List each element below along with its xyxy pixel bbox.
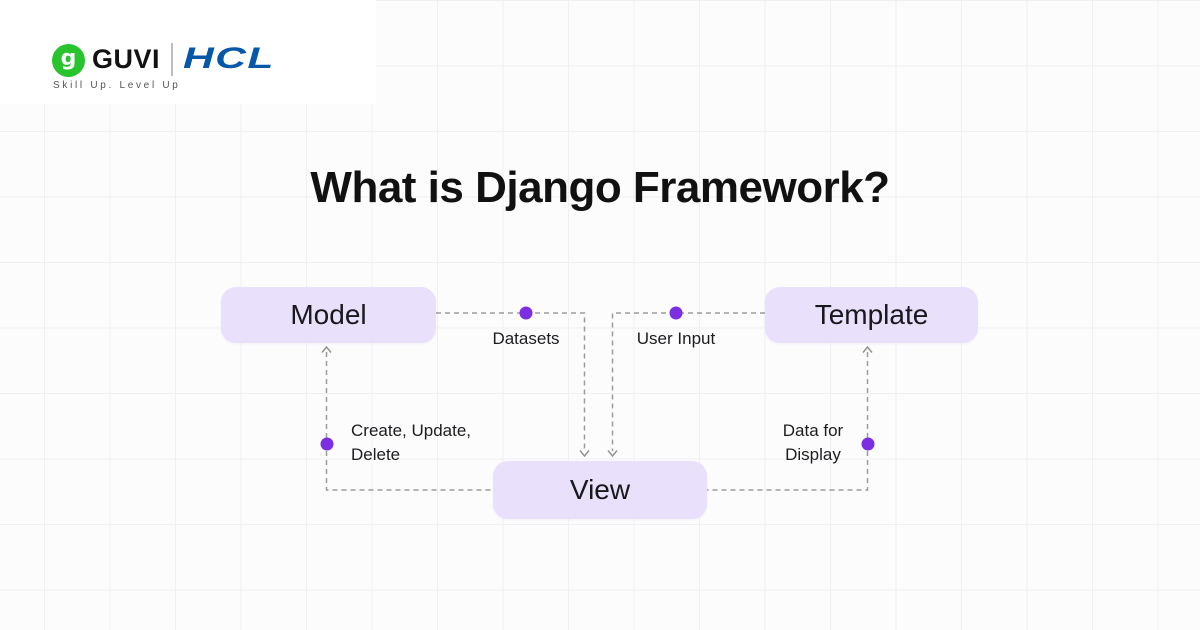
dot-datasets [519,306,533,320]
node-template: Template [765,287,978,343]
page-title: What is Django Framework? [310,163,890,212]
connector-model-to-view [436,312,586,451]
arrowhead-up-into-model [321,345,332,353]
dot-user-input [669,306,683,320]
edge-label-datasets: Datasets [492,329,560,348]
guvi-g-glyph: g [60,45,77,71]
connector-view-to-model [325,352,493,491]
brand-tagline: Skill Up. Level Up [53,80,181,91]
guvi-wordmark: GUVI [92,43,161,74]
hcl-wordmark: HCL [183,42,275,75]
guvi-logo-icon: g [52,43,85,77]
edge-label-data-for-display: Data for Display [782,421,844,464]
node-model: Model [221,287,436,343]
arrowhead-up-into-template [862,345,873,353]
edge-label-user-input: User Input [636,329,716,348]
arrowhead-down-into-view-left [579,450,590,458]
logo-divider [171,42,174,76]
arrowhead-down-into-view-right [607,450,618,458]
node-view: View [493,461,707,519]
dot-create-update-delete [320,437,334,451]
brand-logo: g GUVI HCL [52,40,273,78]
connector-view-to-template [707,352,869,491]
connector-template-to-view [611,312,765,451]
dot-data-for-display [861,437,875,451]
edge-label-create-update-delete: Create, Update, Delete [351,421,472,464]
